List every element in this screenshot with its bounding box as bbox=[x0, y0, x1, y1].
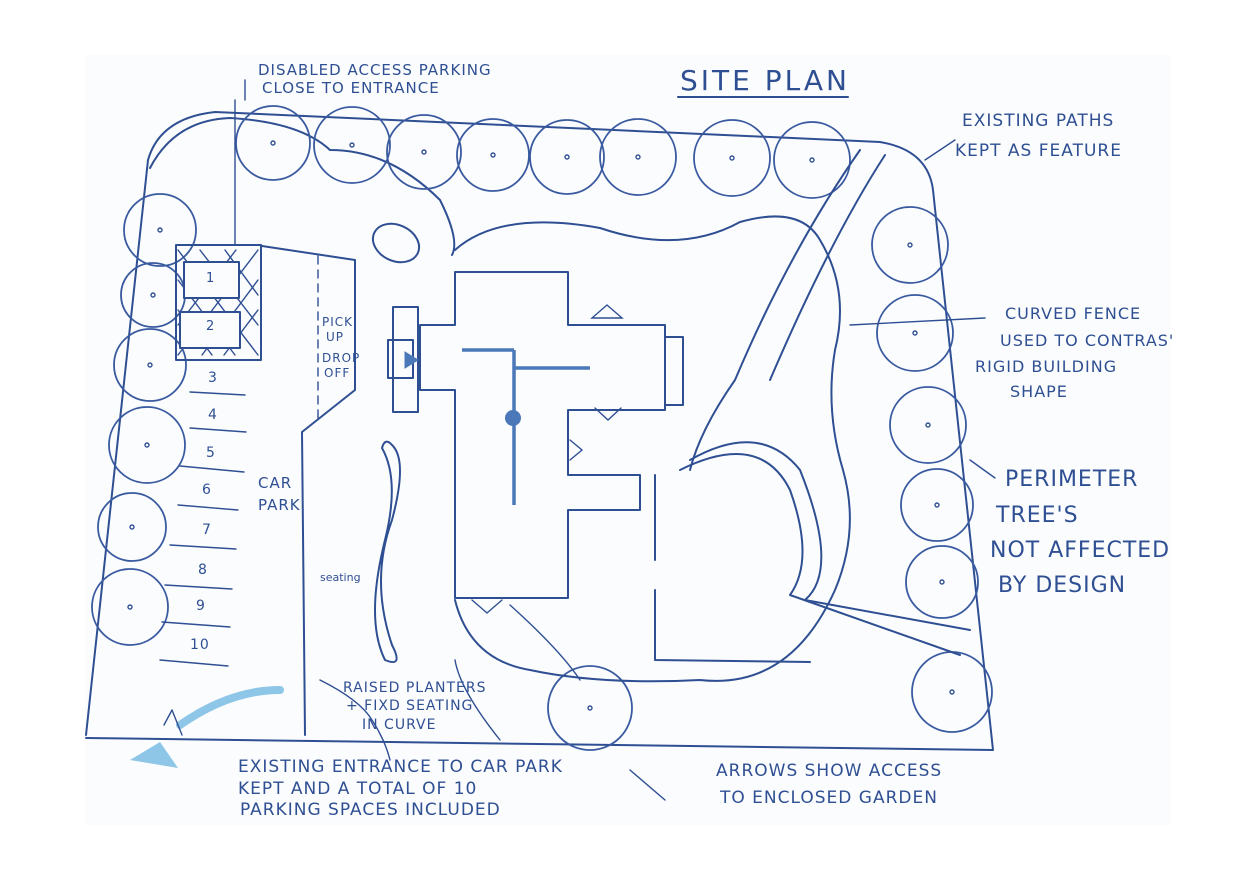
arrows-label-2: TO ENCLOSED GARDEN bbox=[720, 788, 938, 808]
tree bbox=[911, 651, 993, 733]
parking-space-3: 3 bbox=[208, 370, 218, 386]
car-park-label-1: CAR bbox=[258, 474, 293, 492]
raised-planters-label-1: RAISED PLANTERS bbox=[343, 680, 487, 696]
entrance-label-1: EXISTING ENTRANCE TO CAR PARK bbox=[238, 757, 563, 777]
tree bbox=[108, 406, 186, 484]
car-park-edge bbox=[261, 245, 356, 736]
building-marker bbox=[505, 410, 521, 426]
tree bbox=[547, 665, 633, 751]
tree bbox=[113, 328, 187, 402]
dropoff-label-1: DROP bbox=[322, 351, 361, 365]
dropoff-label-2: OFF bbox=[324, 366, 351, 380]
oval-feature bbox=[371, 222, 421, 264]
parking-space-5: 5 bbox=[206, 445, 216, 461]
parking-space-1: 1 bbox=[206, 271, 216, 286]
building bbox=[387, 271, 684, 614]
trees-leader bbox=[969, 459, 996, 479]
tree bbox=[456, 118, 530, 192]
tree bbox=[599, 118, 677, 196]
tree bbox=[91, 568, 169, 646]
tree bbox=[235, 105, 311, 181]
pickup-label-1: PICK bbox=[322, 315, 354, 329]
parking-lines bbox=[159, 391, 247, 667]
tree bbox=[889, 386, 967, 464]
disabled-parking-label-1: DISABLED ACCESS PARKING bbox=[258, 61, 492, 79]
paper-sheet bbox=[85, 55, 1170, 825]
paths-leader bbox=[924, 139, 956, 161]
site-plan-title: SITE PLAN bbox=[680, 64, 850, 97]
planter-leader bbox=[319, 679, 391, 761]
disabled-parking bbox=[175, 244, 262, 361]
disabled-bay-2 bbox=[179, 311, 241, 349]
tree bbox=[529, 119, 605, 195]
boundary-fence bbox=[149, 117, 456, 256]
parking-space-7: 7 bbox=[202, 522, 212, 538]
pickup-label-2: UP bbox=[326, 330, 345, 344]
parking-space-10: 10 bbox=[190, 637, 210, 653]
tree bbox=[773, 121, 851, 199]
disabled-parking-area bbox=[175, 244, 262, 361]
raised-planters-label-2: + FIXD SEATING bbox=[346, 698, 474, 714]
entrance-arrowhead bbox=[130, 742, 178, 768]
perimeter-label-3: NOT AFFECTED bbox=[990, 538, 1171, 563]
tree bbox=[123, 193, 197, 267]
curved-fence-label-2: USED TO CONTRAS' bbox=[1000, 331, 1175, 350]
tree bbox=[97, 492, 167, 562]
parking-space-9: 9 bbox=[196, 598, 206, 614]
fence-leader bbox=[849, 317, 986, 326]
curved-fence-label-1: CURVED FENCE bbox=[1005, 304, 1142, 323]
seating-label: seating bbox=[320, 571, 361, 584]
tree bbox=[871, 206, 949, 284]
entrance-label-3: PARKING SPACES INCLUDED bbox=[240, 800, 501, 820]
arrows-label-1: ARROWS SHOW ACCESS bbox=[716, 761, 943, 781]
parking-space-4: 4 bbox=[208, 407, 218, 423]
existing-paths-label-1: EXISTING PATHS bbox=[962, 111, 1115, 131]
tree bbox=[876, 294, 954, 372]
perimeter-label-2: TREE'S bbox=[996, 503, 1079, 528]
perimeter-label-1: PERIMETER bbox=[1005, 467, 1139, 492]
curved-fence-label-4: SHAPE bbox=[1010, 382, 1068, 401]
parking-space-6: 6 bbox=[202, 482, 212, 498]
tree bbox=[905, 545, 979, 619]
tree bbox=[900, 468, 974, 542]
perimeter-trees bbox=[91, 105, 993, 751]
car-park-label-2: PARK bbox=[258, 496, 301, 514]
site-boundary bbox=[85, 111, 994, 751]
parking-space-2: 2 bbox=[206, 319, 216, 334]
raised-planter bbox=[374, 440, 401, 664]
disabled-bay-1 bbox=[183, 261, 240, 299]
entrance-label-2: KEPT AND A TOTAL OF 10 bbox=[238, 779, 478, 799]
existing-paths-label-2: KEPT AS FEATURE bbox=[955, 141, 1122, 161]
tree bbox=[693, 119, 771, 197]
garden-path-curve bbox=[689, 149, 861, 471]
curved-fence-label-3: RIGID BUILDING bbox=[975, 357, 1118, 376]
perimeter-label-4: BY DESIGN bbox=[998, 573, 1127, 598]
access-leader bbox=[509, 604, 581, 681]
raised-planters-label-3: IN CURVE bbox=[362, 717, 437, 733]
tree bbox=[386, 114, 462, 190]
parking-space-8: 8 bbox=[198, 562, 208, 578]
disabled-parking-label-2: CLOSE TO ENTRANCE bbox=[262, 79, 440, 97]
entrance-arrow bbox=[176, 686, 284, 729]
tree bbox=[313, 106, 391, 184]
